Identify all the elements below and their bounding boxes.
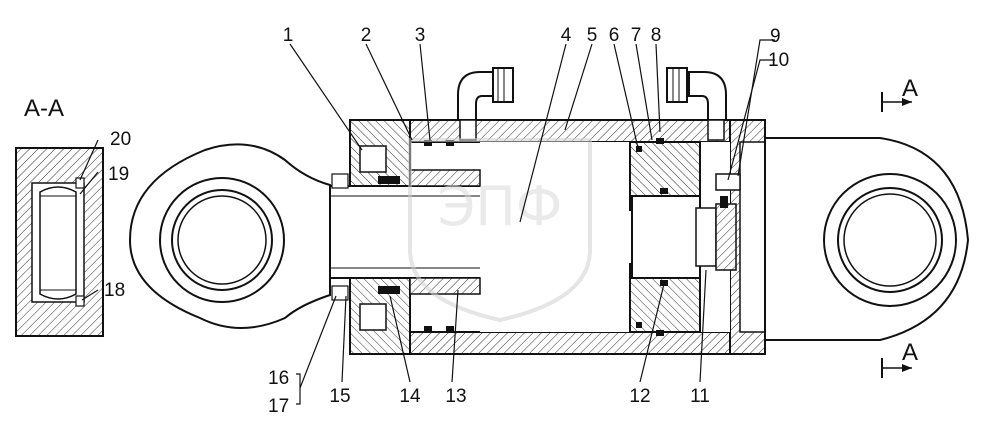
callout-11: 11 bbox=[690, 386, 710, 407]
watermark-text: ЭПФ bbox=[438, 175, 563, 238]
callout-1: 1 bbox=[283, 25, 294, 46]
leader-lines bbox=[79, 39, 775, 405]
rod-eye-right bbox=[764, 137, 970, 341]
callout-9: 9 bbox=[770, 26, 781, 47]
callout-19: 19 bbox=[108, 164, 129, 185]
fitting-right bbox=[666, 67, 727, 141]
rod-eye-left bbox=[128, 143, 331, 329]
section-mark-label-bottom: A bbox=[902, 339, 918, 366]
callout-13: 13 bbox=[445, 386, 466, 407]
section-title: A-A bbox=[24, 95, 64, 122]
callout-4: 4 bbox=[561, 25, 572, 46]
callout-14: 14 bbox=[399, 386, 421, 407]
section-marker-bottom: A bbox=[881, 339, 918, 378]
callout-12: 12 bbox=[629, 386, 650, 407]
callout-3: 3 bbox=[415, 25, 426, 46]
callout-8: 8 bbox=[651, 25, 662, 46]
callout-7: 7 bbox=[631, 25, 642, 46]
section-view-a-a bbox=[15, 147, 104, 337]
section-marker-top: A bbox=[881, 75, 918, 112]
section-mark-label-top: A bbox=[902, 75, 918, 102]
piston bbox=[629, 138, 741, 336]
gland-head bbox=[331, 119, 481, 355]
callout-16: 16 bbox=[268, 368, 289, 389]
callout-labels: 1 2 3 4 5 6 7 8 9 10 11 12 13 14 15 16 1… bbox=[104, 25, 789, 417]
callout-6: 6 bbox=[609, 25, 620, 46]
callout-5: 5 bbox=[587, 25, 598, 46]
callout-20: 20 bbox=[110, 129, 131, 150]
callout-17: 17 bbox=[268, 396, 289, 417]
callout-10: 10 bbox=[768, 50, 789, 71]
fitting-left bbox=[457, 67, 514, 141]
callout-2: 2 bbox=[361, 25, 372, 46]
watermark-logo: ЭПФ bbox=[408, 138, 592, 323]
callout-18: 18 bbox=[104, 280, 125, 301]
callout-15: 15 bbox=[329, 386, 350, 407]
